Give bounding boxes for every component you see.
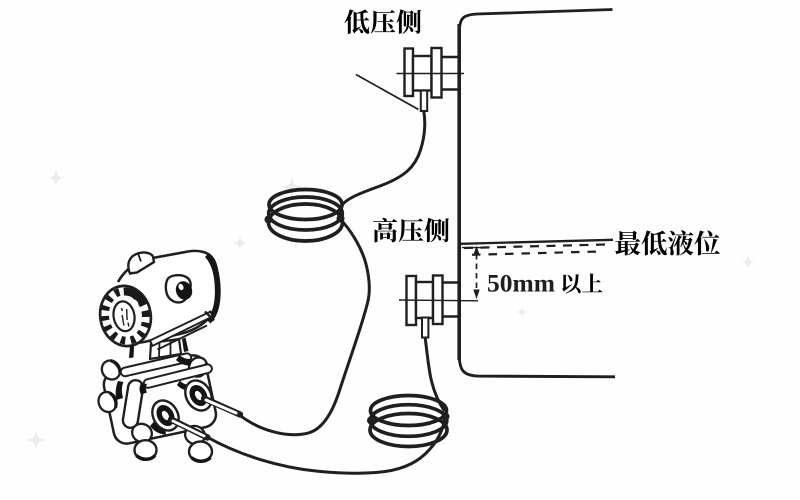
svg-text:50mm: 50mm [487, 269, 555, 298]
